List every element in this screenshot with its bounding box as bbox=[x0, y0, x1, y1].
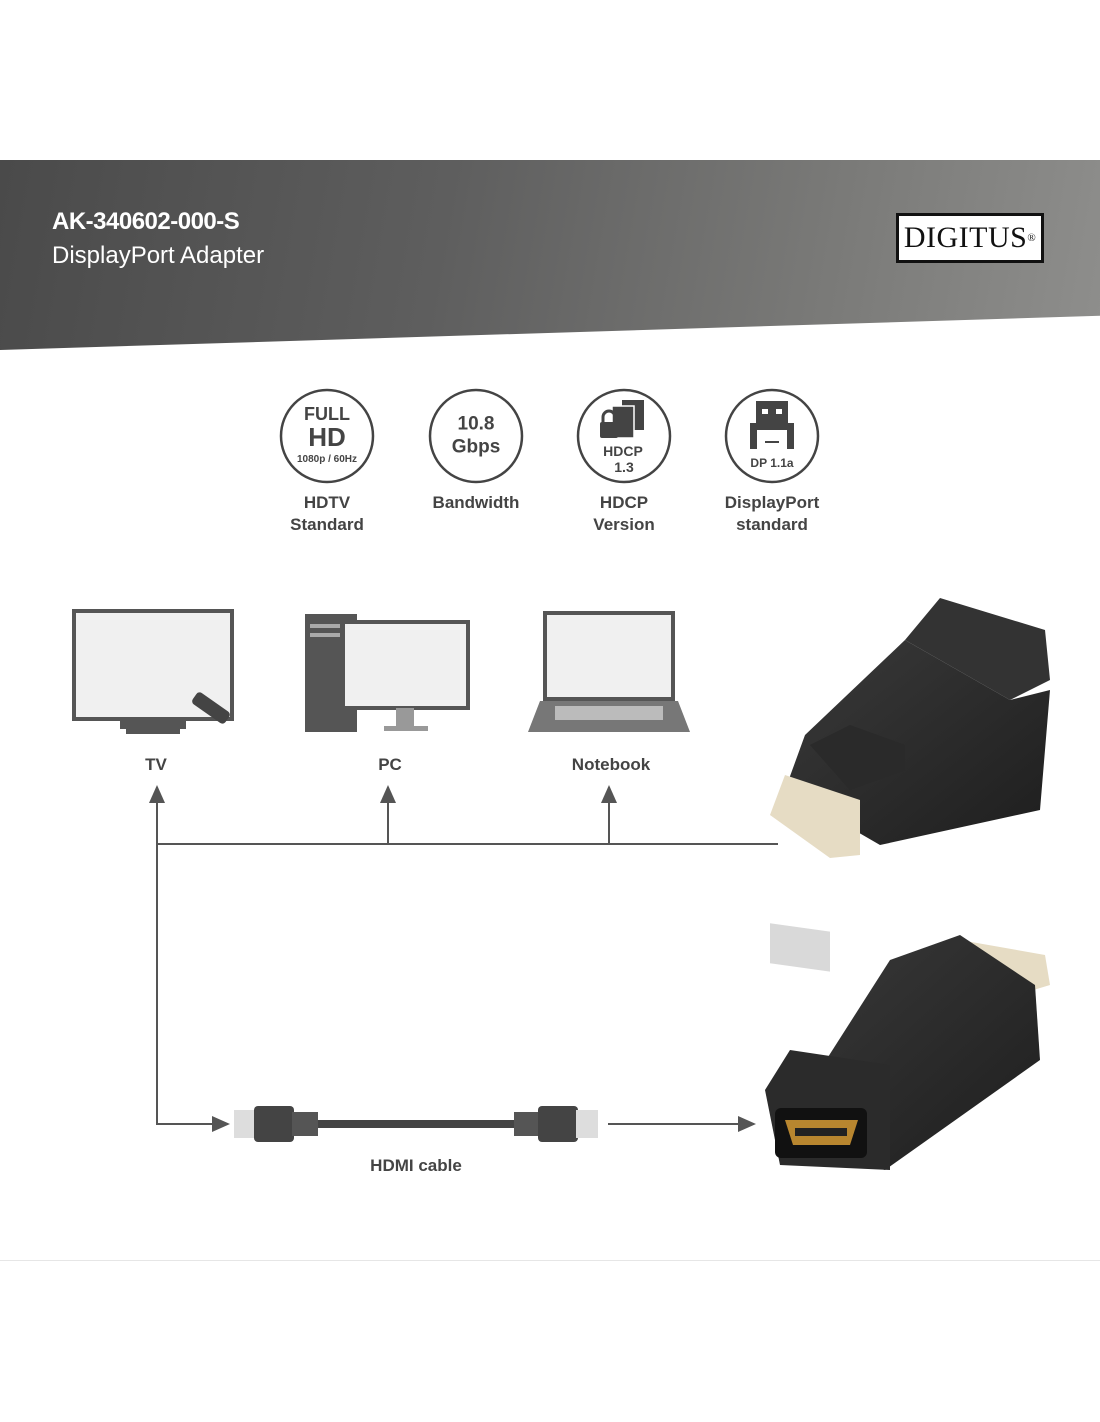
brand-logo: DIGITUS® bbox=[896, 213, 1044, 263]
product-name: DisplayPort Adapter bbox=[52, 242, 265, 269]
bandwidth-value: 10.8 bbox=[457, 413, 495, 435]
adapter-bottom-image bbox=[765, 935, 1050, 1170]
brand-mark: ® bbox=[1027, 232, 1037, 244]
lock-documents-icon bbox=[600, 400, 644, 439]
arrow-to-cable bbox=[156, 844, 230, 1132]
label-line: Version bbox=[593, 515, 655, 534]
hdcp-text: HDCP bbox=[603, 443, 643, 459]
resolution-text: 1080p / 60Hz bbox=[296, 454, 358, 465]
notebook-label: Notebook bbox=[571, 755, 651, 774]
hdcp-icon bbox=[576, 388, 672, 484]
notebook-icon bbox=[528, 611, 690, 732]
label-line: standard bbox=[736, 515, 808, 534]
model-number: AK-340602-000-S bbox=[52, 208, 240, 235]
connection-lines bbox=[149, 785, 778, 1132]
bandwidth-unit: Gbps bbox=[451, 436, 501, 458]
feature-label-bandwidth: Bandwidth bbox=[433, 492, 520, 514]
adapter-top-image bbox=[770, 598, 1050, 972]
hdcp-version-text: 1.3 bbox=[614, 459, 634, 475]
pc-label: PC bbox=[378, 755, 402, 774]
bandwidth-icon bbox=[428, 388, 524, 484]
dp-version-text: DP 1.1a bbox=[750, 456, 794, 470]
hd-text: HD bbox=[308, 422, 346, 452]
dp-connector-icon bbox=[750, 401, 794, 449]
remote-control-icon bbox=[192, 692, 230, 724]
bottom-divider bbox=[0, 1260, 1100, 1261]
brand-name: DIGITUS bbox=[903, 221, 1028, 254]
full-text: FULL bbox=[304, 404, 350, 424]
feature-label-hdcp: HDCP Version bbox=[593, 492, 654, 536]
tv-icon bbox=[72, 609, 234, 734]
hdmi-cable-icon bbox=[234, 1106, 598, 1142]
label-line: Standard bbox=[290, 515, 364, 534]
tv-label: TV bbox=[145, 755, 167, 774]
label-line: DisplayPort bbox=[724, 493, 820, 512]
label-line: HDTV bbox=[303, 493, 351, 512]
pc-icon bbox=[305, 614, 470, 732]
label-line: Bandwidth bbox=[432, 493, 520, 512]
label-line: HDCP bbox=[599, 493, 649, 512]
feature-label-displayport: DisplayPort standard bbox=[725, 492, 819, 536]
full-hd-icon bbox=[279, 388, 375, 484]
displayport-icon bbox=[724, 388, 820, 484]
hdmi-cable-label: HDMI cable bbox=[370, 1156, 462, 1175]
feature-label-hdtv: HDTV Standard bbox=[290, 492, 364, 536]
